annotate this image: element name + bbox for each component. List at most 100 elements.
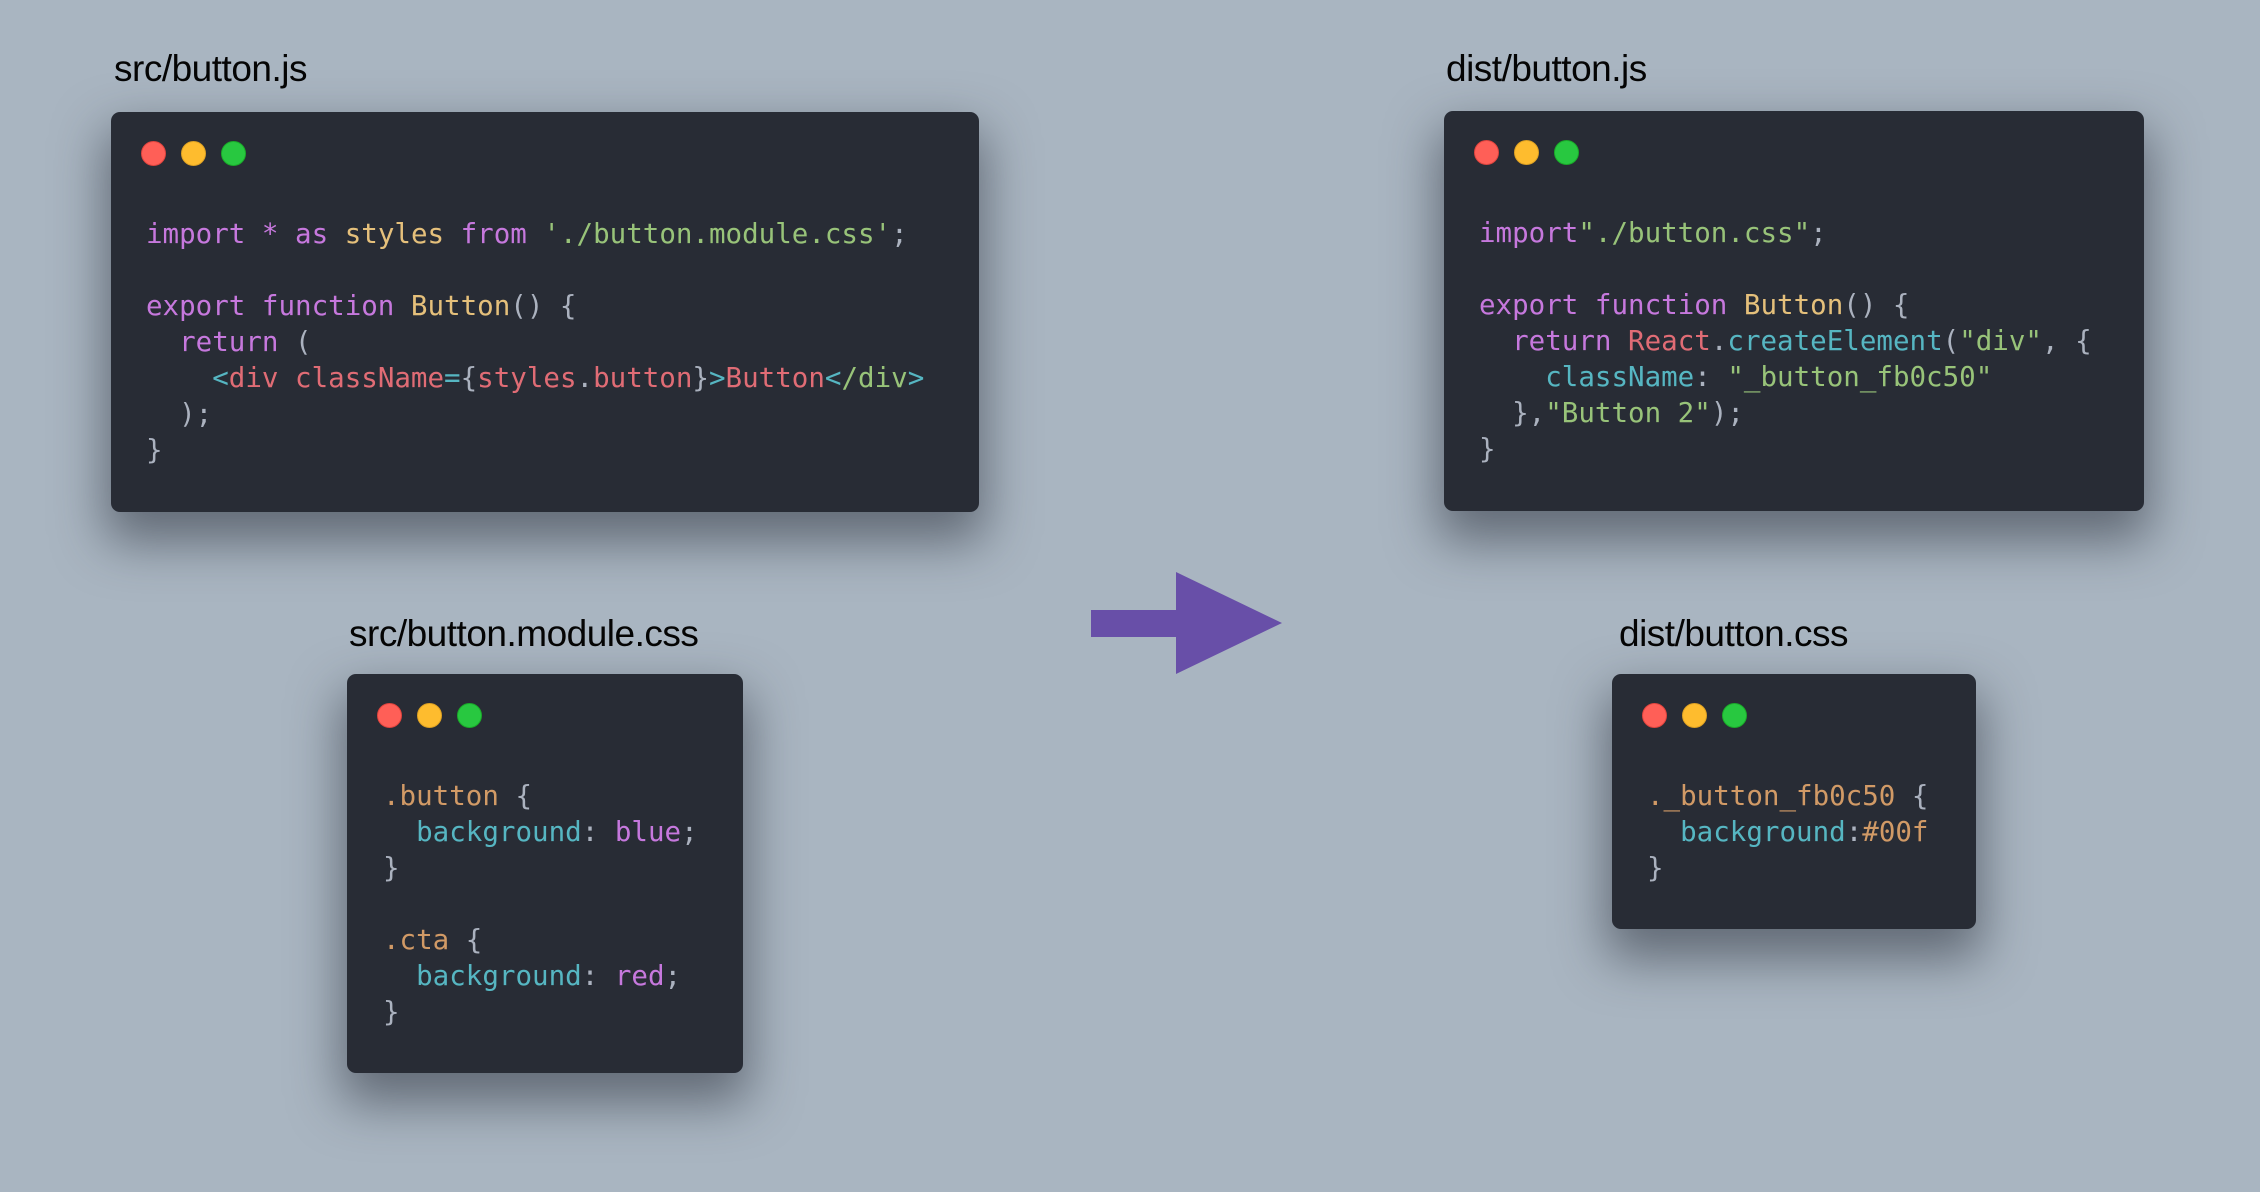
code-token: } <box>383 996 400 1028</box>
code-token <box>245 290 262 322</box>
code-token <box>328 218 345 250</box>
code-token: } <box>692 362 709 394</box>
file-label-dist-css: dist/button.css <box>1619 613 1849 654</box>
code-token: : <box>1845 816 1863 848</box>
code-token <box>278 218 295 250</box>
code-token: as <box>295 218 329 250</box>
window-controls <box>1642 703 1747 728</box>
code-token: div <box>228 362 279 394</box>
code-token: return <box>1512 325 1612 357</box>
code-token: < <box>824 362 842 394</box>
code-token: background <box>416 816 582 848</box>
code-token: > <box>907 362 925 394</box>
code-line: },"Button 2"); <box>1479 395 2092 431</box>
close-dot-icon <box>1642 703 1667 728</box>
code-token: import <box>146 218 246 250</box>
code-token: button <box>593 362 693 394</box>
code-line <box>146 252 924 288</box>
code-token: { <box>460 362 478 394</box>
code-token: } <box>1647 852 1664 884</box>
code-token: from <box>460 218 527 250</box>
code-token <box>1479 361 1545 393</box>
code-token: background <box>416 960 582 992</box>
code-line: className: "_button_fb0c50" <box>1479 359 2092 395</box>
close-dot-icon <box>141 141 166 166</box>
code-line <box>1479 251 2092 287</box>
code-token: createElement <box>1727 325 1943 357</box>
close-dot-icon <box>1474 140 1499 165</box>
code-token <box>527 218 544 250</box>
code-token: () { <box>510 290 577 322</box>
code-line: } <box>383 994 698 1030</box>
minimize-dot-icon <box>181 141 206 166</box>
code-line: } <box>1479 431 2092 467</box>
code-token: export <box>146 290 246 322</box>
code-token: /div <box>841 362 908 394</box>
code-token <box>146 326 179 358</box>
code-token <box>394 290 411 322</box>
code-line: .button { <box>383 778 698 814</box>
code-token: ; <box>664 960 682 992</box>
code-token <box>1647 816 1680 848</box>
code-token: function <box>261 290 395 322</box>
code-token: } <box>1479 433 1496 465</box>
code-token: > <box>708 362 726 394</box>
code-block: import * as styles from './button.module… <box>146 216 924 468</box>
file-label-src-js: src/button.js <box>114 48 307 89</box>
code-line: background: blue; <box>383 814 698 850</box>
code-token <box>383 816 416 848</box>
code-token: { <box>1895 780 1929 812</box>
code-token: "./button.css" <box>1578 217 1811 249</box>
code-line: export function Button() { <box>1479 287 2092 323</box>
code-token: .cta <box>383 924 450 956</box>
code-token: } <box>146 434 163 466</box>
code-token: , { <box>2041 325 2092 357</box>
code-token <box>245 218 262 250</box>
code-token: : <box>581 816 615 848</box>
code-token: ; <box>681 816 698 848</box>
code-token: "_button_fb0c50" <box>1727 361 1993 393</box>
file-label-src-css: src/button.module.css <box>349 613 699 654</box>
code-token: : <box>581 960 615 992</box>
code-token: ); <box>1710 397 1744 429</box>
code-token: "div" <box>1959 325 2042 357</box>
code-token: './button.module.css' <box>543 218 892 250</box>
code-token <box>146 362 212 394</box>
code-line: background:#00f <box>1647 814 1928 850</box>
code-token: ._button_fb0c50 <box>1647 780 1896 812</box>
code-token <box>383 960 416 992</box>
code-window-src-js: import * as styles from './button.module… <box>111 112 979 512</box>
maximize-dot-icon <box>457 703 482 728</box>
code-line: import * as styles from './button.module… <box>146 216 924 252</box>
code-token <box>1578 289 1595 321</box>
maximize-dot-icon <box>1554 140 1579 165</box>
maximize-dot-icon <box>221 141 246 166</box>
code-token <box>444 218 461 250</box>
code-token: background <box>1680 816 1846 848</box>
code-line: .cta { <box>383 922 698 958</box>
code-line: background: red; <box>383 958 698 994</box>
code-token: }, <box>1479 397 1546 429</box>
code-block: ._button_fb0c50 { background:#00f} <box>1647 778 1929 886</box>
code-token: : <box>1694 361 1728 393</box>
code-token: Button <box>725 362 825 394</box>
code-token <box>278 362 295 394</box>
code-line: return ( <box>146 324 924 360</box>
arrow-right-icon <box>1091 572 1282 674</box>
code-token: () { <box>1843 289 1910 321</box>
code-line: } <box>1647 850 1929 886</box>
code-token: styles <box>477 362 577 394</box>
code-token: ( <box>278 326 312 358</box>
code-token: className <box>295 362 445 394</box>
code-line: ); <box>146 396 924 432</box>
code-token: ; <box>891 218 908 250</box>
maximize-dot-icon <box>1722 703 1747 728</box>
code-token: .button <box>383 780 499 812</box>
code-token: { <box>449 924 483 956</box>
window-controls <box>1474 140 1579 165</box>
code-token: . <box>576 362 594 394</box>
code-window-dist-js: import"./button.css"; export function Bu… <box>1444 111 2144 511</box>
code-token: ); <box>146 398 213 430</box>
code-token: ( <box>1942 325 1960 357</box>
code-token: red <box>614 960 665 992</box>
